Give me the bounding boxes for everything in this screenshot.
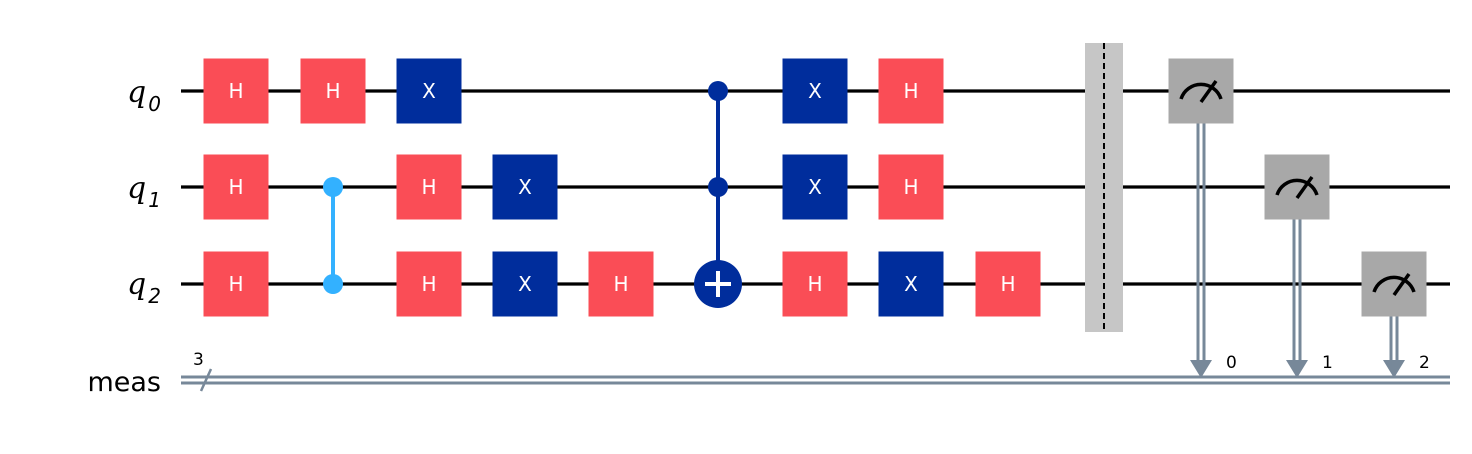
- gate-h-q0-step7: H: [878, 58, 944, 124]
- gate-box: [396, 154, 462, 220]
- gate-box: [975, 251, 1041, 317]
- gate-h-q1-step2: H: [396, 154, 462, 220]
- gate-box: [396, 251, 462, 317]
- gate-h-q2-step8: H: [975, 251, 1041, 317]
- gate-label: X: [808, 175, 822, 199]
- gate-label: H: [228, 175, 243, 199]
- gate-box: [588, 251, 654, 317]
- cz-dot: [323, 274, 343, 294]
- meter-needle-icon: [1199, 79, 1218, 104]
- measure-arrowhead: [1286, 360, 1308, 378]
- gate-box: [878, 251, 944, 317]
- gate-label: H: [807, 272, 822, 296]
- measure-q2: [1361, 251, 1427, 378]
- barrier-layer: [1085, 43, 1123, 332]
- gate-box: [782, 154, 848, 220]
- gate-label: X: [422, 79, 436, 103]
- gate-h-q0-step1: H: [300, 58, 366, 124]
- cz-gate-step1: [323, 177, 343, 294]
- gate-x-q0-step2: X: [396, 58, 462, 124]
- meter-icon: [1275, 178, 1319, 196]
- measure-box: [1168, 58, 1234, 124]
- gate-label: X: [808, 79, 822, 103]
- gate-label: X: [904, 272, 918, 296]
- clbit-label-0: 0: [1226, 353, 1237, 373]
- gate-box: [492, 251, 558, 317]
- gate-label: H: [903, 175, 918, 199]
- meter-needle-icon: [1295, 175, 1314, 200]
- clbit-label-1: 1: [1322, 353, 1333, 373]
- meter-icon: [1372, 275, 1416, 293]
- meter-needle-icon: [1392, 272, 1411, 297]
- gate-box: [203, 251, 269, 317]
- gate-x-q2-step7: X: [878, 251, 944, 317]
- gate-box: [492, 154, 558, 220]
- gate-label: H: [228, 79, 243, 103]
- gate-x-q1-step6: X: [782, 154, 848, 220]
- clbit-label-2: 2: [1419, 353, 1430, 373]
- gate-h-q2-step2: H: [396, 251, 462, 317]
- measure-q1: [1264, 154, 1330, 378]
- gate-label: H: [613, 272, 628, 296]
- gate-h-q2-step4: H: [588, 251, 654, 317]
- gate-x-q2-step3: X: [492, 251, 558, 317]
- control-dot: [708, 81, 728, 101]
- gate-box: [878, 154, 944, 220]
- measure-arrowhead: [1190, 360, 1212, 378]
- measure-arrowhead: [1383, 360, 1405, 378]
- control-dot: [708, 177, 728, 197]
- gate-x-q0-step6: X: [782, 58, 848, 124]
- measure-q0: [1168, 58, 1234, 378]
- gate-h-q2-step0: H: [203, 251, 269, 317]
- operations-layer: H H H H X H H X X H X X H H H X H: [203, 58, 1427, 378]
- ccx-gate-step5: [694, 81, 742, 308]
- gate-box: [203, 154, 269, 220]
- gate-h-q2-step6: H: [782, 251, 848, 317]
- gate-x-q1-step3: X: [492, 154, 558, 220]
- barrier: [1085, 43, 1123, 332]
- meter-icon: [1179, 82, 1223, 100]
- gate-label: H: [421, 175, 436, 199]
- gate-box: [782, 58, 848, 124]
- classical-register-label: meas: [87, 367, 161, 398]
- gate-h-q0-step0: H: [203, 58, 269, 124]
- gate-label: H: [421, 272, 436, 296]
- gate-label: X: [518, 272, 532, 296]
- gate-box: [203, 58, 269, 124]
- classical-width-slash: [199, 368, 213, 392]
- gate-label: H: [228, 272, 243, 296]
- measure-box: [1361, 251, 1427, 317]
- classical-register-width: 3: [193, 350, 204, 370]
- gate-label: H: [325, 79, 340, 103]
- gate-box: [396, 58, 462, 124]
- gate-label: X: [518, 175, 532, 199]
- measure-box: [1264, 154, 1330, 220]
- gate-box: [782, 251, 848, 317]
- gate-box: [300, 58, 366, 124]
- gate-h-q1-step7: H: [878, 154, 944, 220]
- gate-label: H: [1000, 272, 1015, 296]
- cz-dot: [323, 177, 343, 197]
- gate-h-q1-step0: H: [203, 154, 269, 220]
- gate-box: [878, 58, 944, 124]
- gate-label: H: [903, 79, 918, 103]
- wires-layer: [181, 89, 1450, 392]
